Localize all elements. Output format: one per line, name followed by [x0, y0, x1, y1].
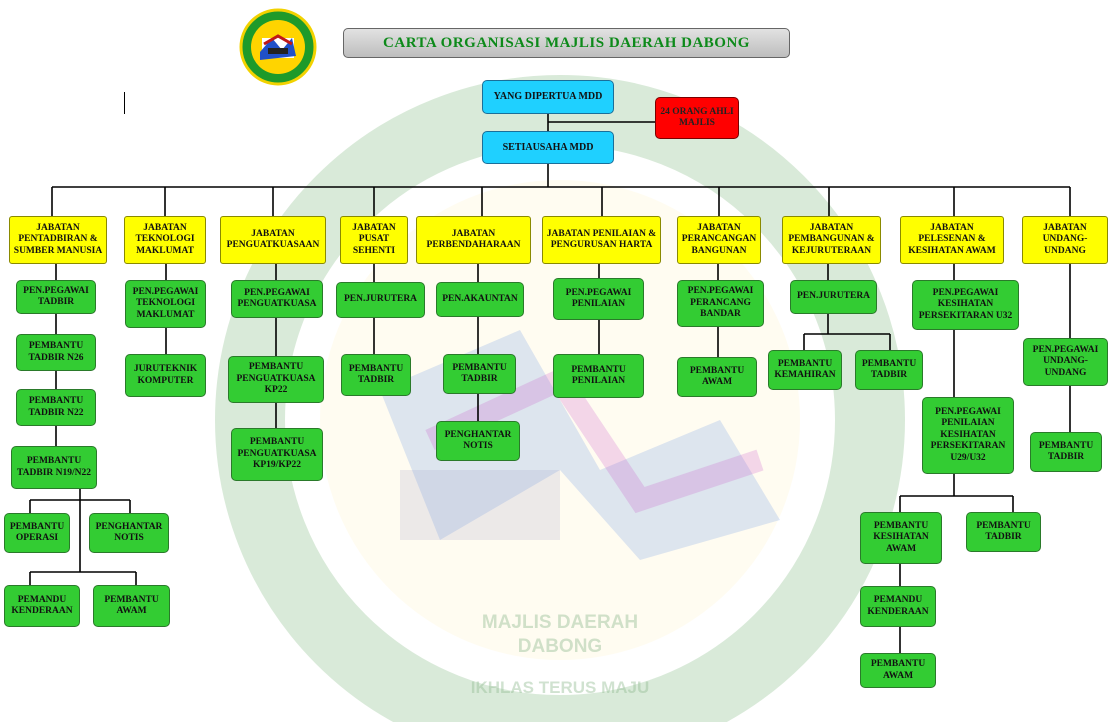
unit-box: PEMBANTU AWAM: [93, 585, 170, 627]
unit-box: PEMBANTU PENGUATKUASA KP22: [228, 356, 324, 403]
unit-box: PEMANDU KENDERAAN: [860, 586, 936, 627]
unit-box: PEN.AKAUNTAN: [436, 282, 524, 317]
unit-box: PEMBANTU AWAM: [860, 653, 936, 688]
department-box: JABATAN PEMBANGUNAN & KEJURUTERAAN: [782, 216, 881, 264]
department-box: JABATAN TEKNOLOGI MAKLUMAT: [124, 216, 206, 264]
secretary-box: SETIAUSAHA MDD: [482, 131, 614, 164]
unit-box: PEMBANTU AWAM: [677, 357, 757, 397]
unit-box: PEN.PEGAWAI UNDANG-UNDANG: [1023, 338, 1108, 386]
unit-box: PEMBANTU TADBIR N22: [16, 389, 96, 426]
unit-box: PEMBANTU TADBIR N26: [16, 334, 96, 371]
department-box: JABATAN PENTADBIRAN & SUMBER MANUSIA: [9, 216, 107, 264]
unit-box: PEMBANTU PENGUATKUASA KP19/KP22: [231, 428, 323, 481]
unit-box: PEMBANTU TADBIR: [341, 354, 411, 396]
unit-box: PEMBANTU TADBIR: [443, 354, 516, 394]
unit-box: PEN.PEGAWAI PERANCANG BANDAR: [677, 280, 764, 327]
unit-box: PEMBANTU TADBIR: [1030, 432, 1102, 472]
watermark-motto: IKHLAS TERUS MAJU: [470, 678, 650, 697]
unit-box: PEMBANTU TADBIR N19/N22: [11, 446, 97, 489]
chart-title: CARTA ORGANISASI MAJLIS DAERAH DABONG: [343, 28, 790, 58]
department-box: JABATAN UNDANG-UNDANG: [1022, 216, 1108, 264]
text-cursor: [124, 92, 125, 114]
department-box: JABATAN PENGUATKUASAAN: [220, 216, 326, 264]
unit-box: PEMBANTU TADBIR: [966, 512, 1041, 552]
department-box: JABATAN PENILAIAN & PENGURUSAN HARTA: [542, 216, 661, 264]
unit-box: PEN.JURUTERA: [336, 282, 425, 318]
unit-box: PEN.PEGAWAI PENILAIAN KESIHATAN PERSEKIT…: [922, 397, 1014, 474]
department-box: JABATAN PUSAT SEHENTI: [340, 216, 408, 264]
unit-box: PEN.PEGAWAI TADBIR: [16, 280, 96, 314]
unit-box: PEMBANTU OPERASI: [4, 513, 70, 553]
chairman-box: YANG DIPERTUA MDD: [482, 80, 614, 114]
unit-box: PEN.PEGAWAI PENILAIAN: [553, 278, 644, 320]
unit-box: PEMANDU KENDERAAN: [4, 585, 80, 627]
department-box: JABATAN PERBENDAHARAAN: [416, 216, 531, 264]
unit-box: PEN.PEGAWAI KESIHATAN PERSEKITARAN U32: [912, 280, 1019, 330]
watermark-text-place: DABONG: [517, 636, 603, 657]
watermark-text-name: MAJLIS DAERAH: [481, 612, 639, 633]
unit-box: PEMBANTU KEMAHIRAN: [768, 350, 842, 390]
department-box: JABATAN PELESENAN & KESIHATAN AWAM: [900, 216, 1004, 264]
unit-box: PENGHANTAR NOTIS: [436, 421, 520, 461]
unit-box: PEMBANTU PENILAIAN: [553, 354, 644, 398]
unit-box: PEN.JURUTERA: [790, 280, 877, 314]
council-members-box: 24 ORANG AHLI MAJLIS: [655, 97, 739, 139]
unit-box: PEN.PEGAWAI PENGUATKUASA: [231, 280, 323, 318]
council-logo-icon: [239, 8, 317, 86]
unit-box: PEMBANTU KESIHATAN AWAM: [860, 512, 942, 564]
unit-box: PENGHANTAR NOTIS: [89, 513, 169, 553]
unit-box: PEMBANTU TADBIR: [855, 350, 923, 390]
unit-box: PEN.PEGAWAI TEKNOLOGI MAKLUMAT: [125, 280, 206, 328]
unit-box: JURUTEKNIK KOMPUTER: [125, 354, 206, 397]
department-box: JABATAN PERANCANGAN BANGUNAN: [677, 216, 761, 264]
